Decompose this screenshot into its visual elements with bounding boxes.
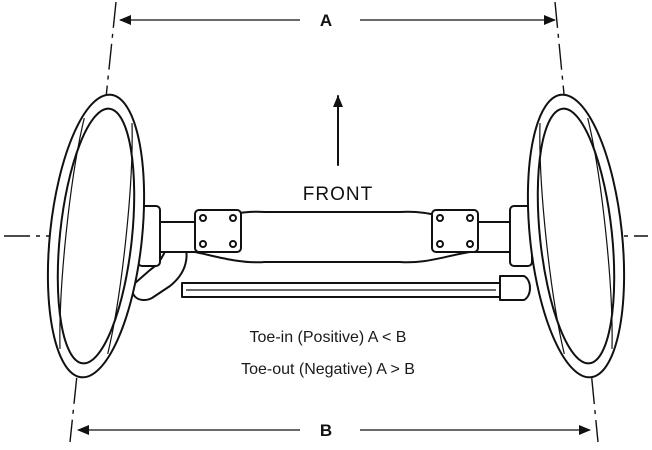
axle-beam [137, 205, 533, 301]
toe-in-note: Toe-in (Positive) A < B [250, 329, 407, 346]
left-wheel [46, 93, 146, 379]
dimension-b-label: B [320, 421, 332, 440]
dimension-b: B [77, 421, 591, 440]
right-wheel [526, 93, 626, 379]
dimension-a: A [119, 11, 556, 30]
front-arrow: FRONT [303, 95, 373, 205]
front-label: FRONT [303, 184, 373, 205]
tie-rod [181, 282, 501, 298]
dimension-a-label: A [320, 11, 332, 30]
toe-out-note: Toe-out (Negative) A > B [241, 361, 415, 378]
